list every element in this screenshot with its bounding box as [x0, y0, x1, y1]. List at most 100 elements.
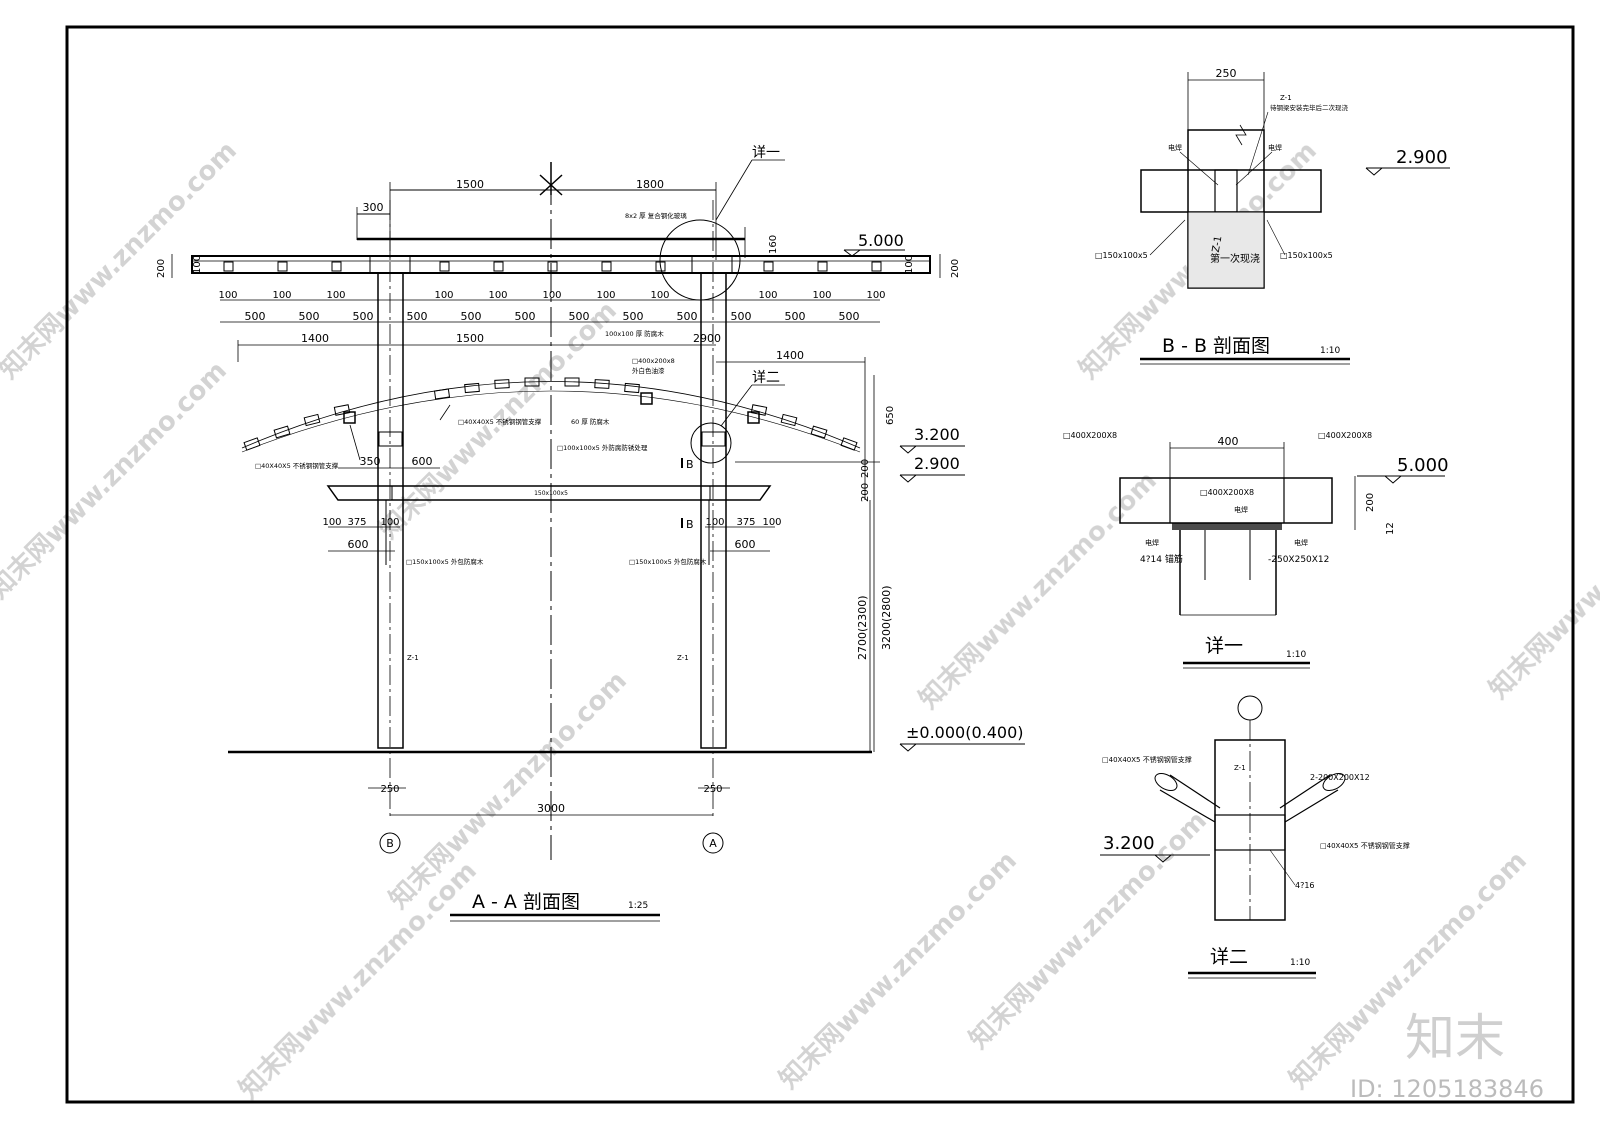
- joist-100-labels: 100 100 100 100 100 100 100 100 100 100 …: [218, 290, 885, 301]
- column-a: [700, 272, 727, 749]
- dim-2900: 2900: [693, 332, 721, 345]
- section-mark-b-top: B: [686, 458, 694, 471]
- axis-bubble-b: [379, 832, 401, 854]
- scale-bb: 1:10: [1320, 346, 1340, 356]
- scale-d2: 1:10: [1290, 958, 1310, 968]
- dim-160: 160: [768, 235, 779, 254]
- dim-label: 100: [272, 290, 291, 301]
- scale-d1: 1:10: [1286, 650, 1306, 660]
- title-aa: A - A 剖面图: [472, 891, 580, 913]
- level-5000-aa: 5.000: [858, 231, 904, 250]
- watermark-text: 知末网www.znzmo.com: [774, 846, 1023, 1095]
- dim-1500-top: 1500: [456, 178, 484, 191]
- note-steel-100: □100x100x5 外防腐防锈处理: [557, 443, 648, 452]
- d1-dim-200: 200: [1365, 493, 1376, 512]
- note-column-b: □150x100x5 外包防腐木: [406, 557, 484, 566]
- bb-level: 2.900: [1396, 147, 1448, 168]
- dim-600-r: 600: [735, 538, 756, 551]
- image-id: ID: 1205183846: [1350, 1075, 1544, 1103]
- d2-z1: Z-1: [1234, 764, 1246, 772]
- title-d2: 详二: [1210, 946, 1248, 968]
- title-bb: B - B 剖面图: [1162, 335, 1270, 357]
- d2-brace-r: □40X40X5 不锈钢钢管支撑: [1320, 841, 1410, 850]
- bb-weld-r: 电焊: [1268, 143, 1282, 152]
- dim-375-l: 375: [347, 517, 366, 528]
- d2-brace-l: □40X40X5 不锈钢钢管支撑: [1102, 755, 1192, 764]
- watermark-text: 知末网www.znzmo.com: [1484, 456, 1600, 705]
- d1-plate: -250X250X12: [1268, 555, 1329, 565]
- note-brace-top: □40X40X5 不锈钢钢管支撑: [458, 417, 542, 426]
- label-z1-a: Z-1: [677, 654, 689, 662]
- note-wood-60: 60 厚 防腐木: [571, 417, 610, 426]
- dim-label: 500: [353, 310, 374, 323]
- dim-label: 500: [677, 310, 698, 323]
- dim-3200: 3200(2800): [880, 585, 893, 650]
- watermark-text: 知末网www.znzmo.com: [234, 856, 483, 1105]
- dim-label: 100: [650, 290, 669, 301]
- beam-size: 150x100x5: [534, 490, 568, 497]
- bb-z1-inner: Z-1: [1211, 235, 1225, 253]
- note-beam-400: □400x200x8: [632, 357, 675, 365]
- d1-dim-400: 400: [1218, 435, 1239, 448]
- axis-label-b: B: [386, 837, 394, 850]
- note-glass: 8x2 厚 复合钢化玻璃: [625, 211, 687, 220]
- watermark-text: 知末网www.znzmo.com: [0, 136, 243, 385]
- d1-weld-r: 电焊: [1294, 538, 1308, 547]
- dim-250-r: 250: [703, 784, 722, 795]
- dim-1400-right: 1400: [776, 349, 804, 362]
- joists: [223, 261, 882, 272]
- watermark-text: 知末网www.znzmo.com: [914, 466, 1163, 715]
- dim-100-l1: 100: [322, 517, 341, 528]
- d2-axis-bubble: [1237, 695, 1263, 721]
- bb-beam-r: □150x100x5: [1280, 251, 1333, 260]
- d1-rebar: 4?14 锚筋: [1140, 553, 1183, 565]
- note-wood-100: 100x100 厚 防腐木: [605, 329, 664, 338]
- level-2900-aa: 2.900: [914, 454, 960, 473]
- dim-1500-mid: 1500: [456, 332, 484, 345]
- dim-label: 100: [596, 290, 615, 301]
- label-z1-b: Z-1: [407, 654, 419, 662]
- dim-label: 500: [731, 310, 752, 323]
- bb-z1: Z-1: [1280, 94, 1292, 102]
- level-3200-aa: 3.200: [914, 425, 960, 444]
- callout-circle-1: [659, 219, 741, 301]
- bb-dim-250: 250: [1216, 67, 1237, 80]
- watermark-text: 知末网www.znzmo.com: [0, 356, 233, 605]
- brand-logo: 知末: [1405, 1009, 1505, 1067]
- dim-label: 500: [245, 310, 266, 323]
- dim-3000: 3000: [537, 802, 565, 815]
- dim-label: 500: [623, 310, 644, 323]
- roof-beam: [191, 255, 931, 274]
- watermark-text: 知末网www.znzmo.com: [384, 666, 633, 915]
- dim-350: 350: [360, 455, 381, 468]
- d2-rebar: 4?16: [1295, 881, 1315, 890]
- dim-label: 100: [488, 290, 507, 301]
- d1-beam-c: □400X200X8: [1200, 488, 1254, 497]
- d1-beam-r: □400X200X8: [1318, 431, 1372, 440]
- arch-slats: [243, 377, 858, 451]
- dim-650: 650: [885, 406, 896, 425]
- dim-200-right: 200: [950, 259, 961, 278]
- dim-200-b: 200: [860, 483, 871, 502]
- d1-weld-c: 电焊: [1234, 505, 1248, 514]
- callout-circle-2: [690, 422, 732, 464]
- section-bb: 250 Z-1 待钢梁安装完毕后二次现浇 电焊 电焊 Z-1 第一次现浇 □15…: [1095, 67, 1450, 365]
- dim-200-left: 200: [156, 259, 167, 278]
- d1-dim-12: 12: [1385, 522, 1396, 535]
- dim-label: 500: [461, 310, 482, 323]
- callout-detail-2: 详二: [752, 370, 780, 386]
- sheet-border: [65, 25, 1575, 1104]
- level-0000-aa: ±0.000(0.400): [906, 723, 1024, 742]
- dim-600-l: 600: [348, 538, 369, 551]
- d2-plate: 2-200X200X12: [1310, 773, 1370, 782]
- callout-detail-1: 详一: [752, 145, 780, 161]
- axis-label-a: A: [709, 837, 717, 850]
- dim-375-r: 375: [736, 517, 755, 528]
- watermark-text: 知末网www.znzmo.com: [964, 806, 1213, 1055]
- bb-weld-l: 电焊: [1168, 143, 1182, 152]
- dim-label: 500: [839, 310, 860, 323]
- detail-2: □40X40X5 不锈钢钢管支撑 Z-1 2-200X200X12 □40X40…: [1100, 695, 1410, 979]
- dim-100-right: 100: [904, 255, 915, 274]
- title-d1: 详一: [1205, 635, 1243, 657]
- dim-100-l2: 100: [380, 517, 399, 528]
